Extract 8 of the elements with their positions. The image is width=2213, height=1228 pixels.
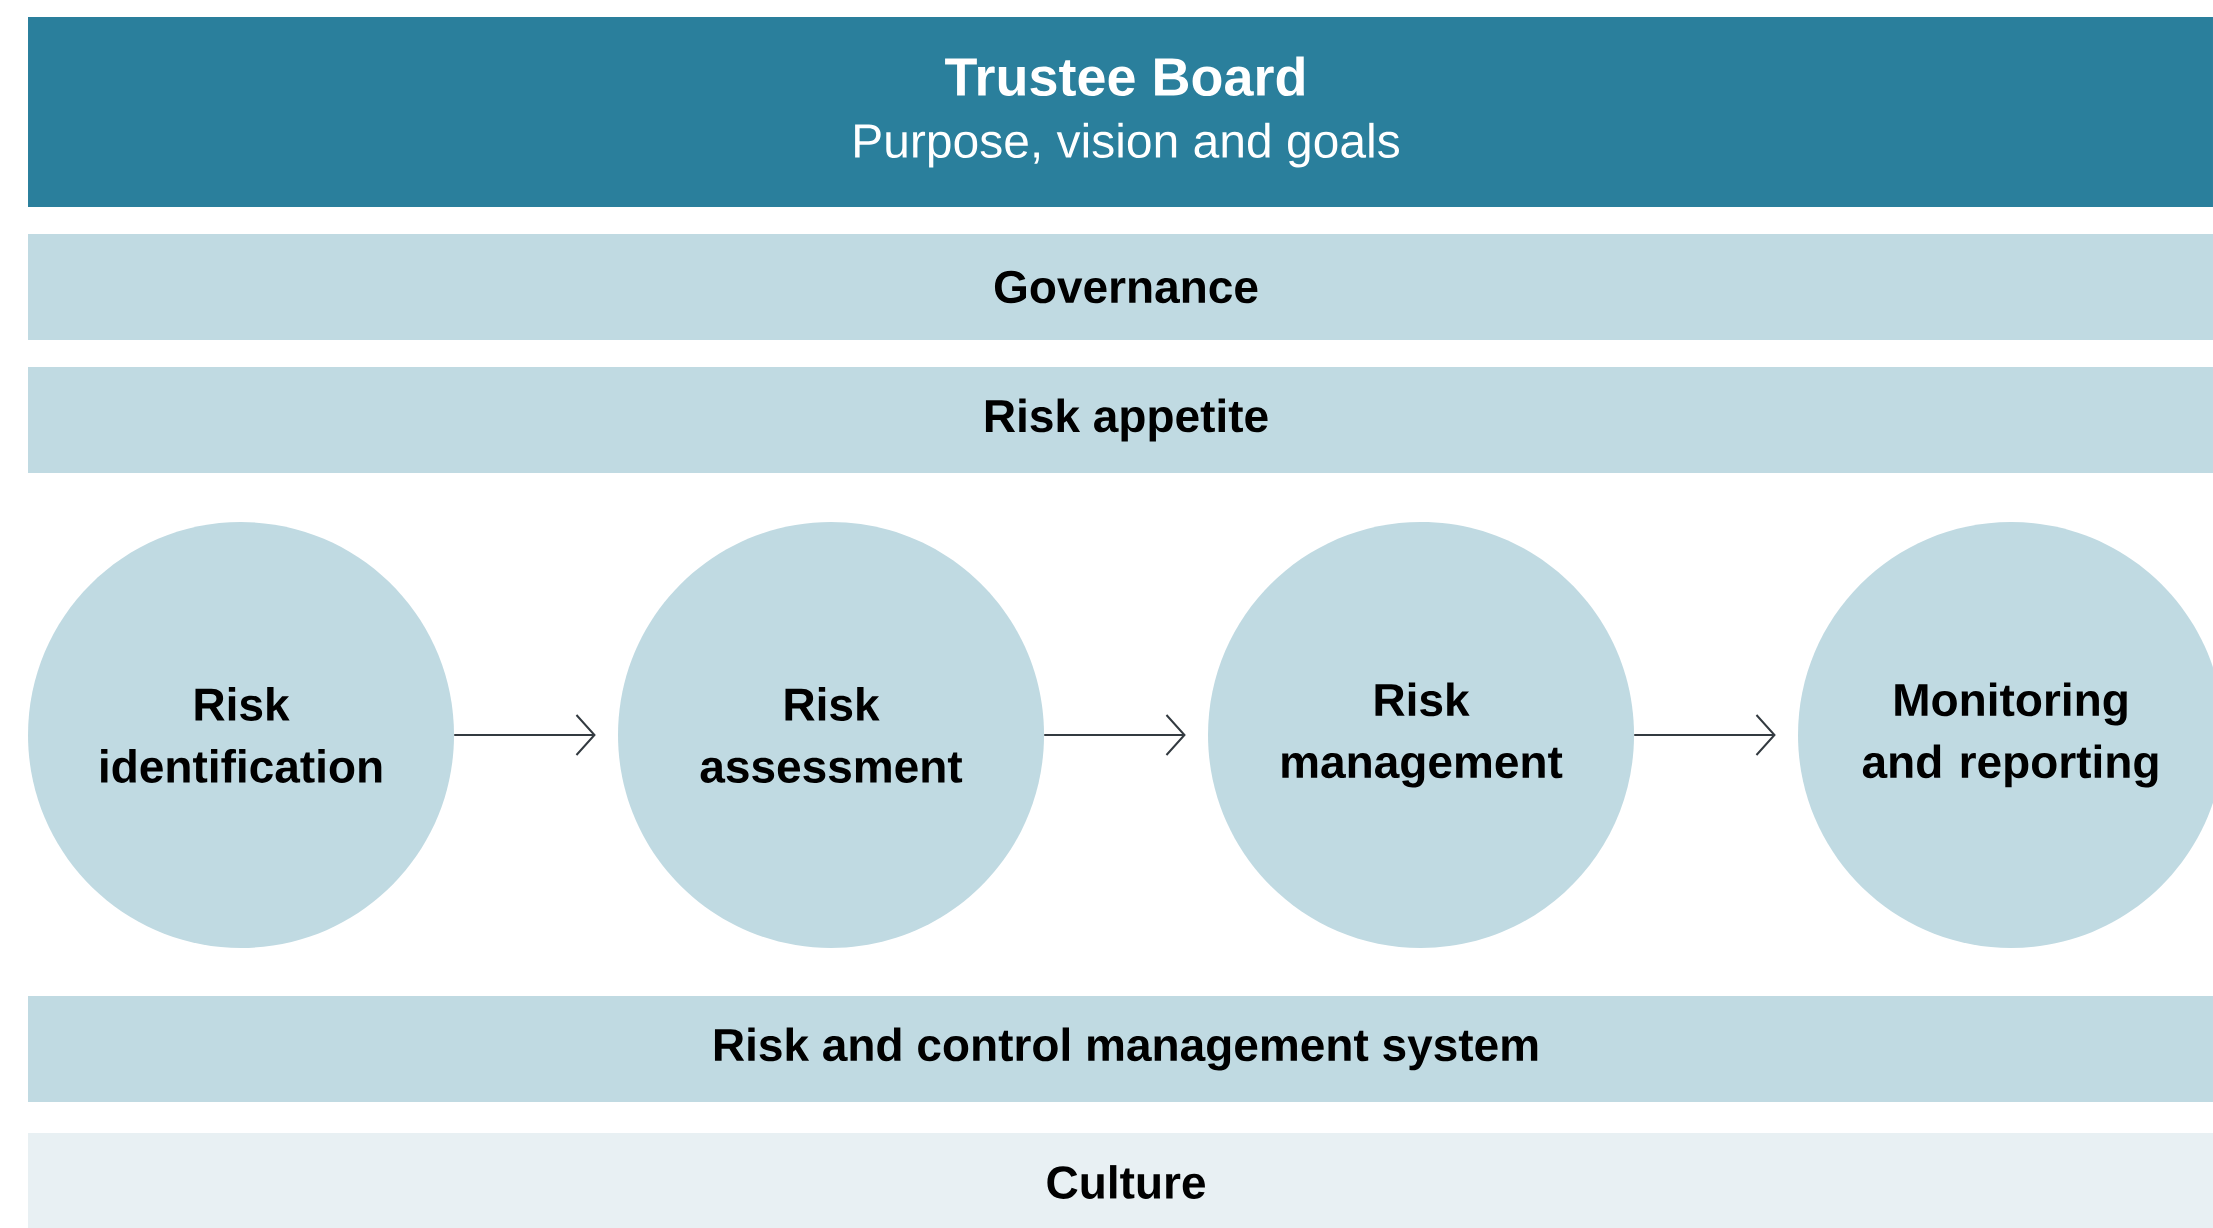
layer-band: Governance (28, 234, 2213, 340)
layer-band: Culture (28, 1133, 2213, 1228)
arrow (1633, 714, 1776, 756)
layer-band: Risk appetite (28, 367, 2213, 473)
arrow (1043, 714, 1186, 756)
layer-band: Risk and control management system (28, 996, 2213, 1102)
arrow (453, 714, 596, 756)
header-band: Trustee Board Purpose, vision and goals (28, 17, 2213, 207)
